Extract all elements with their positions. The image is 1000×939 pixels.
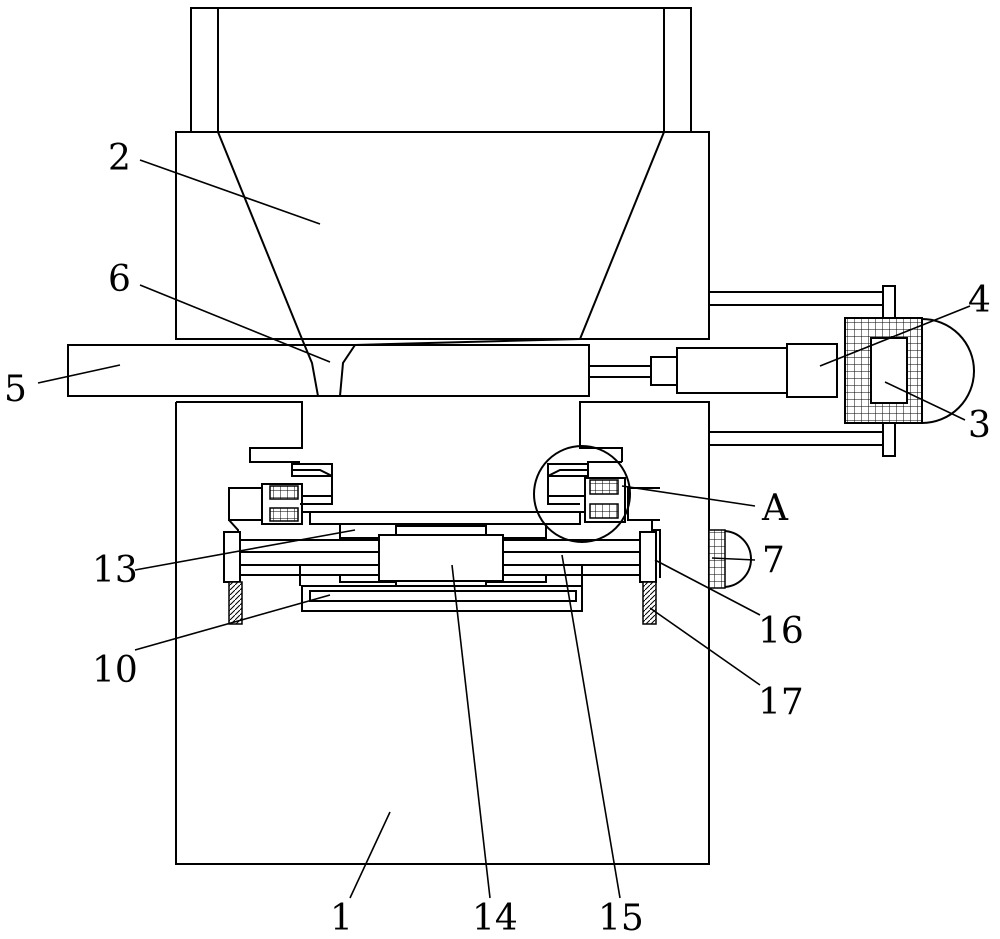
label-13: 13 — [92, 550, 138, 591]
tube-body — [67, 344, 590, 397]
housing-1 — [175, 401, 710, 865]
tube-5 — [67, 338, 590, 397]
top-frame — [190, 7, 692, 133]
rod-left — [223, 531, 241, 583]
label-1: 1 — [330, 898, 353, 939]
label-16: 16 — [758, 611, 804, 652]
label-17: 17 — [758, 682, 804, 723]
motor-core — [870, 337, 908, 404]
label-15: 15 — [598, 898, 644, 939]
actuator-head — [786, 343, 838, 398]
label-A: A — [761, 488, 789, 529]
label-4: 4 — [968, 280, 991, 321]
tray-assembly — [240, 511, 640, 612]
leader-lines — [37, 159, 971, 899]
label-5: 5 — [4, 369, 27, 410]
label-7: 7 — [762, 540, 785, 581]
hopper-body — [175, 131, 710, 340]
housing-outline — [175, 401, 710, 865]
spring-left — [228, 581, 243, 625]
clamp-right — [533, 445, 661, 625]
base-plate-10 — [301, 585, 583, 612]
clamp-left — [223, 461, 333, 625]
funnel-6-left — [301, 338, 319, 397]
actuator-cylinder — [676, 347, 788, 394]
motor-3 — [844, 317, 975, 424]
hopper-2 — [175, 131, 710, 340]
label-14: 14 — [472, 898, 518, 939]
center-block-14 — [378, 534, 504, 582]
motor-dome — [921, 318, 975, 424]
rod-right — [639, 531, 657, 583]
funnel-6-right — [339, 344, 356, 397]
label-2: 2 — [108, 138, 131, 179]
label-10: 10 — [92, 650, 138, 691]
actuator-4 — [589, 343, 838, 398]
spring-right — [642, 581, 657, 625]
detail-circle-A — [533, 445, 631, 543]
part-labels: 2 6 5 4 3 A 7 13 10 16 17 1 14 15 — [4, 138, 991, 939]
label-3: 3 — [968, 405, 991, 446]
top-frame-outer — [190, 7, 692, 133]
label-6: 6 — [108, 259, 131, 300]
